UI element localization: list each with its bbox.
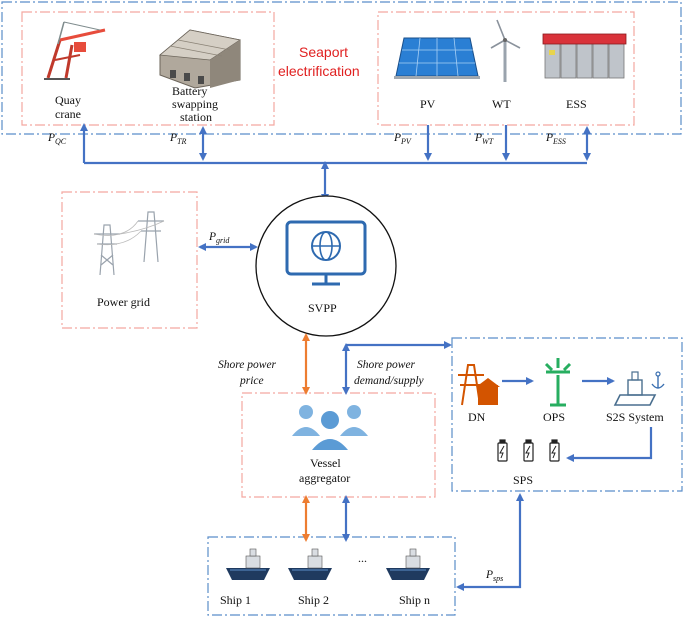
battery-label-1: Battery	[172, 84, 207, 98]
wt-label: WT	[492, 97, 511, 111]
sps-ships-arrow	[456, 493, 524, 591]
ship1-label: Ship 1	[220, 593, 251, 607]
vessel-label-2: aggregator	[299, 471, 350, 485]
people-group-icon	[292, 405, 368, 450]
ess-label: ESS	[566, 97, 587, 111]
distribution-network-icon	[458, 364, 500, 406]
dn-label: DN	[468, 410, 486, 424]
seaport-left-box	[21, 11, 275, 126]
p-grid-label: Pgrid	[208, 231, 230, 245]
demand-label-2: demand/supply	[354, 375, 425, 387]
monitor-globe-icon	[285, 220, 367, 286]
p-wt-label: PWT	[474, 132, 494, 146]
seaport-title-2: electrification	[278, 63, 360, 79]
p-tr-label: PTR	[169, 132, 186, 146]
ship-icon-1	[226, 548, 270, 580]
price-label-1: Shore power	[218, 359, 277, 371]
ship2-label: Ship 2	[298, 593, 329, 607]
seaport-right-box	[377, 11, 635, 126]
power-grid-label: Power grid	[97, 295, 150, 309]
quay-crane-label-1: Quay	[55, 93, 81, 107]
demand-label-1: Shore power	[357, 359, 416, 371]
shipn-label: Ship n	[399, 593, 430, 607]
s2s-sps-arrow	[566, 427, 653, 462]
battery-label-2: swapping	[172, 97, 218, 111]
vessel-aggregator-box	[241, 392, 436, 498]
p-qc-label: PQC	[47, 132, 67, 146]
vessel-label-1: Vessel	[310, 456, 341, 470]
ship-anchor-icon	[613, 371, 665, 406]
svpp-circle	[255, 195, 397, 337]
battery-icons	[497, 439, 560, 462]
pv-label: PV	[420, 97, 436, 111]
ops-label: OPS	[543, 410, 565, 424]
ship-icon-n	[386, 548, 430, 580]
p-ess-label: PESS	[545, 132, 566, 146]
ship-icon-2	[288, 548, 332, 580]
s2s-label: S2S System	[606, 410, 664, 424]
seaport-outer-box	[1, 1, 682, 135]
quay-crane-label-2: crane	[55, 107, 81, 121]
transmission-tower-icon	[93, 211, 165, 276]
p-sps-label: Psps	[485, 569, 503, 583]
ships-ellipsis: ...	[358, 551, 367, 565]
shore-system-box	[451, 337, 683, 492]
seaport-title-1: Seaport	[299, 44, 348, 60]
warehouse-icon	[159, 29, 242, 89]
ops-tower-icon	[544, 358, 572, 407]
quay-crane-icon	[44, 21, 106, 80]
ess-battery-icon	[542, 33, 627, 79]
price-label-2: price	[239, 375, 264, 387]
power-grid-box	[61, 191, 198, 329]
battery-label-3: station	[180, 110, 212, 124]
svpp-label: SVPP	[308, 301, 337, 315]
pv-panel-icon	[394, 37, 480, 79]
p-pv-label: PPV	[393, 132, 412, 146]
sps-label: SPS	[513, 473, 533, 487]
wind-turbine-icon	[490, 19, 521, 82]
